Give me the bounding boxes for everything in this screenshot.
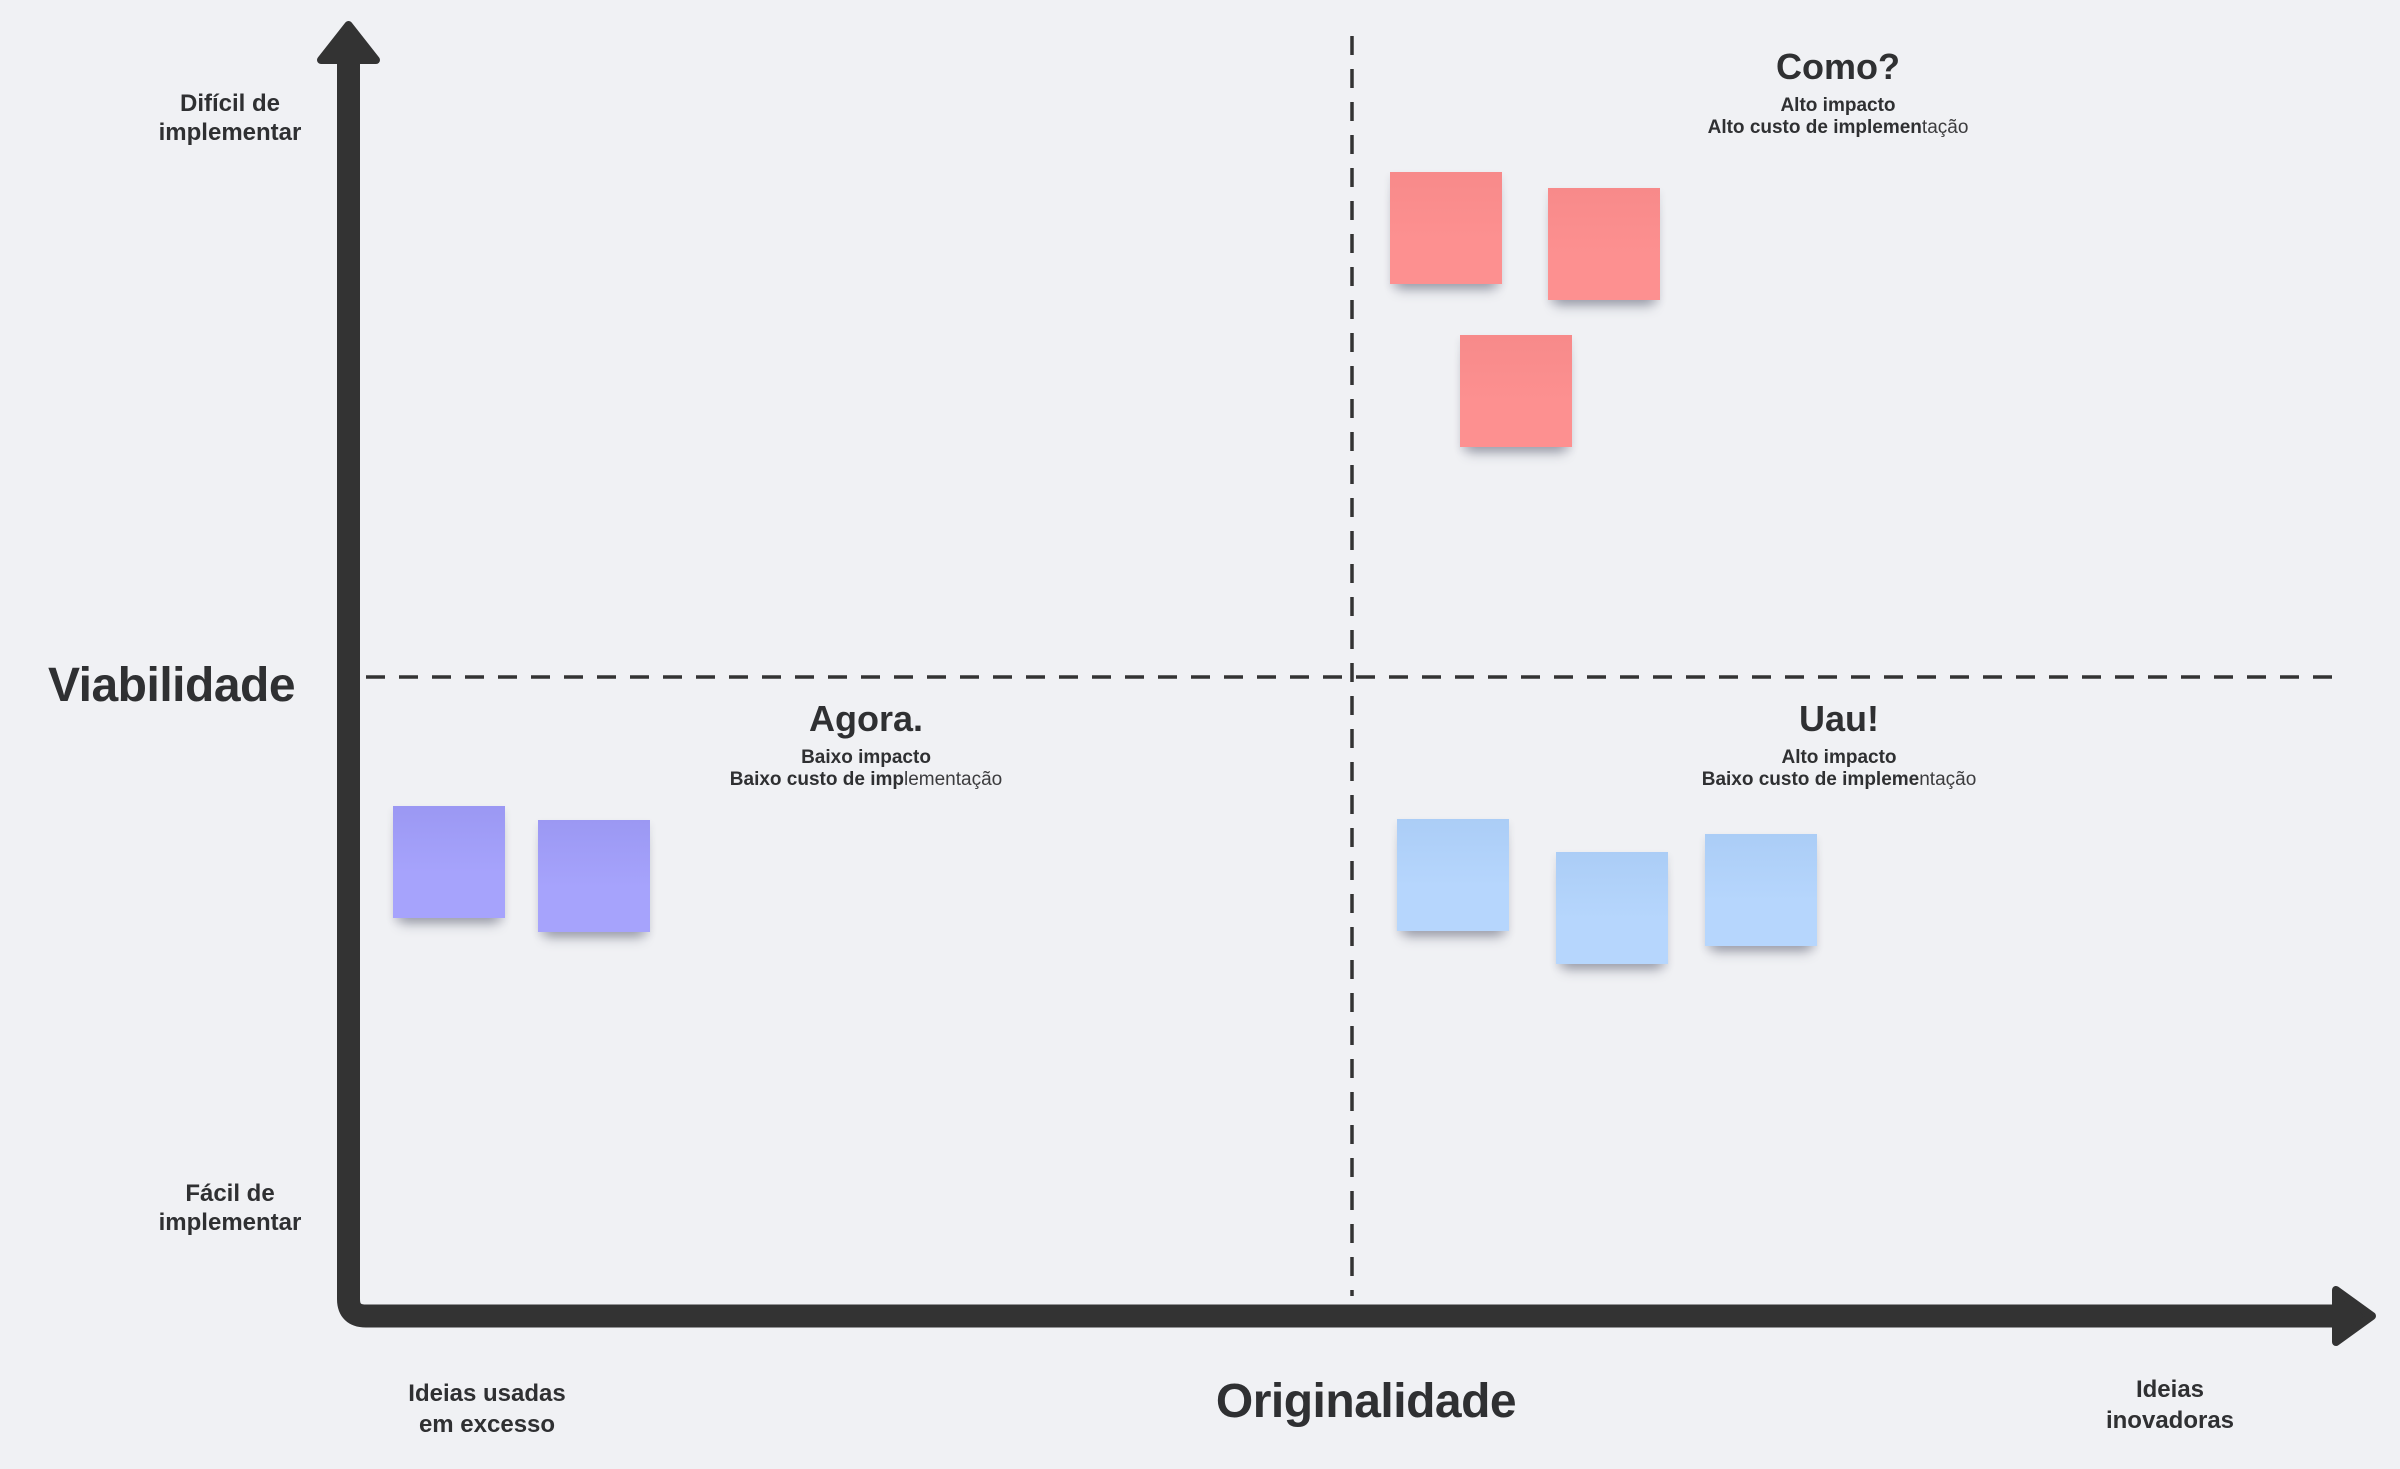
y-axis-top-label: Difícil de implementar bbox=[158, 90, 302, 146]
subtitle-bold-part: Alto custo de implemen bbox=[1707, 116, 1922, 138]
quadrant-label-como: Como? Alto impacto Alto custo de impleme… bbox=[1708, 48, 1969, 139]
quadrant-title: Agora. bbox=[808, 698, 923, 739]
sticky-note-blue-3[interactable] bbox=[1705, 834, 1817, 946]
sticky-note-red-3[interactable] bbox=[1460, 335, 1572, 447]
quadrant-subtitle-line1: Baixo impacto bbox=[801, 746, 931, 768]
sticky-note-blue-2[interactable] bbox=[1556, 852, 1668, 964]
x-axis-arrowhead-icon bbox=[2332, 1286, 2376, 1346]
quadrant-subtitle-line1: Alto impacto bbox=[1780, 94, 1896, 116]
subtitle-bold-part: Baixo custo de impleme bbox=[1701, 768, 1920, 790]
y-axis-bottom-label: Fácil de implementar bbox=[158, 1180, 302, 1236]
subtitle-regular-part: ntação bbox=[1919, 768, 1977, 790]
axis-line bbox=[337, 50, 2338, 1328]
y-axis-arrowhead-icon bbox=[317, 21, 380, 64]
quadrant-label-agora: Agora. Baixo impacto Baixo custo de impl… bbox=[730, 700, 1002, 791]
sticky-note-purple-2[interactable] bbox=[538, 820, 650, 932]
quadrant-title: Uau! bbox=[1799, 698, 1879, 739]
subtitle-bold-part: Baixo custo de imp bbox=[729, 768, 904, 790]
quadrant-subtitle-line2: Baixo custo de implementação bbox=[730, 769, 1002, 791]
quadrant-subtitle-line2: Alto custo de implementação bbox=[1708, 117, 1969, 139]
quadrant-subtitle-line2: Baixo custo de implementação bbox=[1702, 769, 1977, 791]
subtitle-regular-part: tação bbox=[1921, 116, 1969, 138]
sticky-note-purple-1[interactable] bbox=[393, 806, 505, 918]
quadrant-subtitle-line1: Alto impacto bbox=[1781, 746, 1897, 768]
sticky-note-blue-1[interactable] bbox=[1397, 819, 1509, 931]
x-axis-right-label: Ideias inovadoras bbox=[2105, 1376, 2235, 1435]
y-axis-label: Viabilidade bbox=[48, 659, 296, 712]
x-axis-label: Originalidade bbox=[1215, 1375, 1517, 1428]
x-axis-left-label: Ideias usadas em excesso bbox=[408, 1380, 566, 1439]
sticky-note-red-2[interactable] bbox=[1548, 188, 1660, 300]
quadrant-title: Como? bbox=[1776, 46, 1900, 87]
sticky-note-red-1[interactable] bbox=[1390, 172, 1502, 284]
quadrant-label-uau: Uau! Alto impacto Baixo custo de impleme… bbox=[1702, 700, 1977, 791]
subtitle-regular-part: lementação bbox=[903, 768, 1003, 790]
